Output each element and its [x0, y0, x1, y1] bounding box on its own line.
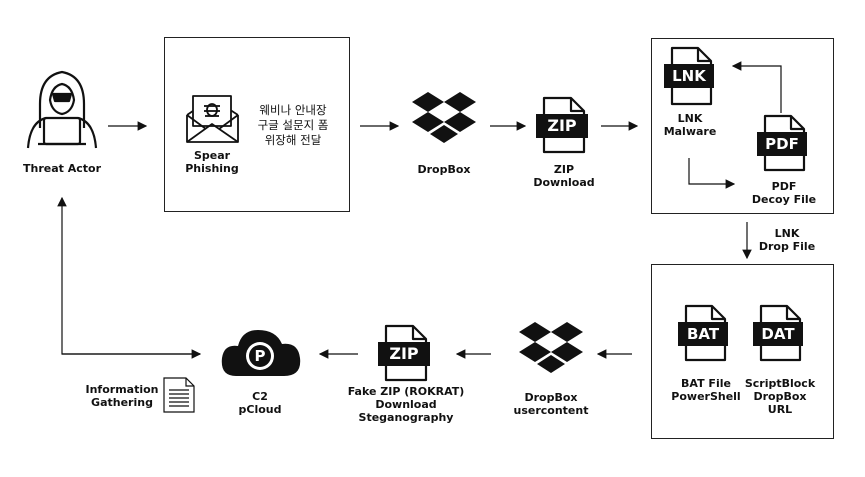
bat-dat-box — [651, 264, 834, 439]
lnk-icon-text: LNK — [672, 67, 706, 85]
dropbox-usercontent-icon — [519, 322, 583, 373]
korean-description: 웨비나 안내장 구글 설문지 폼 위장해 전달 — [257, 103, 329, 147]
dropbox-label: DropBox — [417, 163, 471, 176]
fake-zip-label: Fake ZIP (ROKRAT) Download Steganography — [347, 385, 465, 424]
c2-pcloud-label: C2 pCloud — [238, 390, 282, 416]
zip-file-icon — [536, 96, 588, 154]
zip-icon-text: ZIP — [547, 116, 577, 135]
fake-zip-file-icon — [378, 324, 430, 382]
lnk-drop-file-label: LNK Drop File — [758, 227, 816, 253]
dropbox-icon — [412, 92, 476, 143]
bat-file-icon — [678, 304, 728, 362]
zip-download-label: ZIP Download — [533, 163, 595, 189]
pdf-file-icon — [757, 114, 807, 172]
arrow-lnk-to-pdf — [688, 158, 736, 189]
hacker-icon — [26, 70, 98, 149]
scriptblock-label: ScriptBlock DropBox URL — [744, 377, 816, 416]
lnk-file-icon — [664, 46, 714, 106]
fake-zip-icon-text: ZIP — [389, 344, 419, 363]
pdf-icon-text: PDF — [765, 135, 799, 153]
spear-phishing-label: Spear Phishing — [185, 149, 239, 175]
arrow-c2-to-actor — [57, 196, 200, 355]
document-icon — [163, 377, 195, 413]
information-gathering-label: Information Gathering — [85, 383, 159, 409]
arrow-pdf-to-lnk — [731, 61, 782, 113]
dropbox-usercontent-label: DropBox usercontent — [513, 391, 589, 417]
pdf-decoy-label: PDF Decoy File — [751, 180, 817, 206]
pcloud-icon-text: P — [254, 347, 266, 365]
envelope-bug-icon — [186, 95, 239, 143]
dat-icon-text: DAT — [761, 325, 795, 343]
pcloud-icon — [221, 330, 301, 376]
threat-actor-label: Threat Actor — [22, 162, 101, 175]
bat-file-label: BAT File PowerShell — [671, 377, 741, 403]
bat-icon-text: BAT — [686, 325, 720, 343]
dat-file-icon — [753, 304, 803, 362]
lnk-malware-label: LNK Malware — [663, 112, 717, 138]
